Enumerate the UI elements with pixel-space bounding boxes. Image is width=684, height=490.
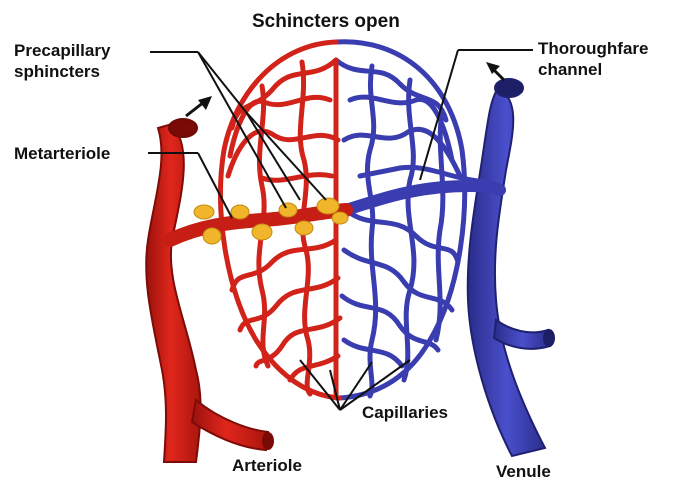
label-metarteriole: Metarteriole	[14, 145, 110, 162]
label-venule: Venule	[496, 463, 551, 480]
sphincter-ring	[194, 205, 214, 219]
sphincter-ring	[317, 198, 339, 214]
sphincter-ring	[231, 205, 249, 219]
label-arteriole: Arteriole	[232, 457, 302, 474]
sphincter-ring	[203, 228, 221, 244]
label-thoroughfare-line1: Thoroughfare	[538, 40, 649, 57]
label-precapillary-line1: Precapillary	[14, 42, 110, 59]
label-precapillary-line2: sphincters	[14, 63, 100, 80]
flow-arrow-icon	[186, 96, 212, 116]
sphincter-ring	[295, 221, 313, 235]
arteriole-vessel	[146, 119, 274, 462]
label-capillaries: Capillaries	[362, 404, 448, 421]
sphincter-ring	[252, 224, 272, 240]
venous-capillaries	[336, 42, 490, 398]
sphincter-ring	[279, 203, 297, 217]
label-thoroughfare-line2: channel	[538, 61, 602, 78]
diagram-title: Schincters open	[252, 12, 400, 31]
sphincter-ring	[332, 212, 348, 224]
venule-vessel	[468, 79, 555, 456]
venule-arrow-icon	[486, 62, 504, 80]
